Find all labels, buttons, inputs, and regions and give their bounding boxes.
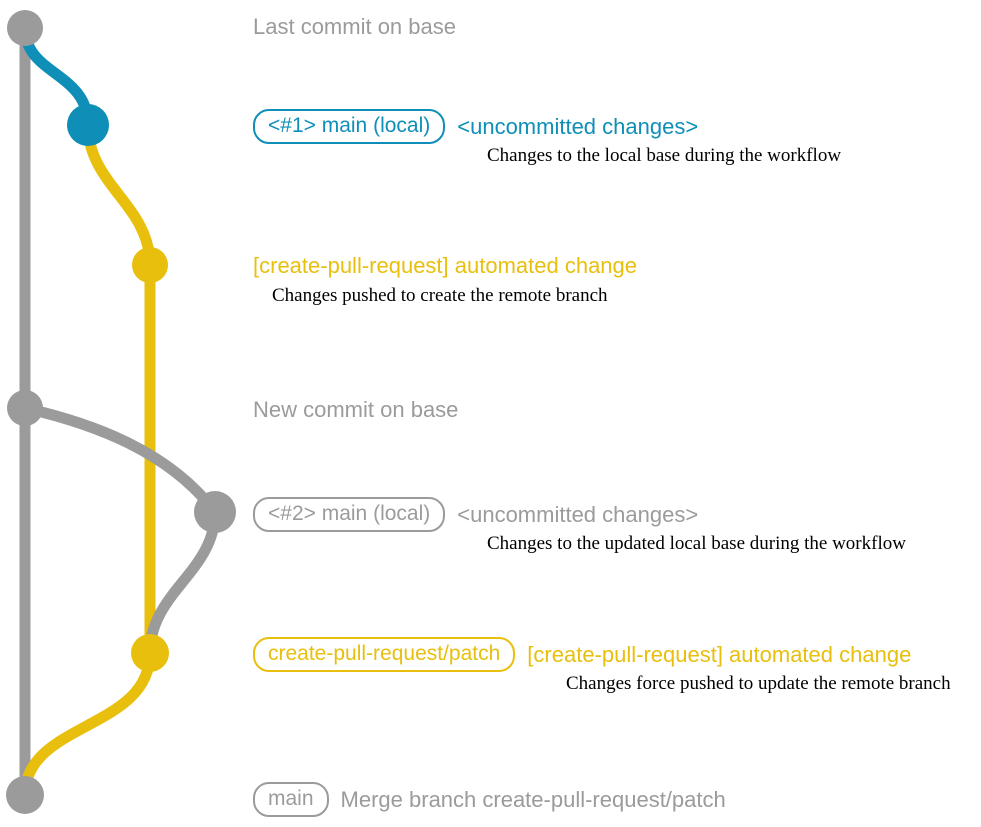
node-local-main-1[interactable]: [67, 104, 109, 146]
commit-message-local-main-2: <uncommitted changes>: [457, 501, 699, 527]
labelline-local-main-1: <#1> main (local) <uncommitted changes>: [253, 109, 698, 144]
labelline-automated-change-2: create-pull-request/patch [create-pull-r…: [253, 637, 911, 672]
commit-message-automated-change-1: [create-pull-request] automated change: [253, 253, 638, 278]
headline-new-commit-on-base: New commit on base: [253, 397, 459, 422]
branch-badge-create-pull-request-patch[interactable]: create-pull-request/patch: [253, 637, 516, 672]
headline-last-commit-on-base: Last commit on base: [253, 14, 456, 39]
row-local-main-1: <#1> main (local) <uncommitted changes> …: [253, 109, 841, 166]
edge-automated-change-2-to-merge: [19, 647, 156, 801]
node-new-commit-on-base[interactable]: [7, 390, 43, 426]
node-merge-commit[interactable]: [6, 776, 44, 814]
description-automated-change-2: Changes force pushed to update the remot…: [566, 673, 951, 694]
description-automated-change-1: Changes pushed to create the remote bran…: [272, 285, 608, 306]
description-local-main-2: Changes to the updated local base during…: [487, 533, 906, 554]
branch-badge-local-main-2[interactable]: <#2> main (local): [253, 497, 446, 532]
commit-message-merge-commit: Merge branch create-pull-request/patch: [340, 786, 726, 812]
branch-badge-main[interactable]: main: [253, 782, 329, 817]
row-automated-change-1: [create-pull-request] automated change C…: [253, 253, 638, 306]
labelline-local-main-2: <#2> main (local) <uncommitted changes>: [253, 497, 698, 532]
labelline-merge-commit: main Merge branch create-pull-request/pa…: [253, 782, 726, 817]
commit-message-automated-change-2: [create-pull-request] automated change: [527, 641, 912, 667]
row-automated-change-2: create-pull-request/patch [create-pull-r…: [253, 637, 951, 694]
commit-message-local-main-1: <uncommitted changes>: [457, 113, 699, 139]
description-local-main-1: Changes to the local base during the wor…: [487, 145, 842, 166]
row-last-commit-on-base: Last commit on base: [253, 14, 456, 40]
row-merge-commit: main Merge branch create-pull-request/pa…: [253, 782, 726, 817]
row-local-main-2: <#2> main (local) <uncommitted changes> …: [253, 497, 906, 554]
node-last-commit-on-base[interactable]: [7, 10, 43, 46]
node-automated-change-2[interactable]: [131, 634, 169, 672]
node-local-main-2[interactable]: [194, 491, 236, 533]
branch-badge-local-main-1[interactable]: <#1> main (local): [253, 109, 446, 144]
node-automated-change-1[interactable]: [132, 247, 168, 283]
row-new-commit-on-base: New commit on base: [253, 397, 458, 423]
edge-new-commit-to-local-main-2: [19, 402, 221, 518]
